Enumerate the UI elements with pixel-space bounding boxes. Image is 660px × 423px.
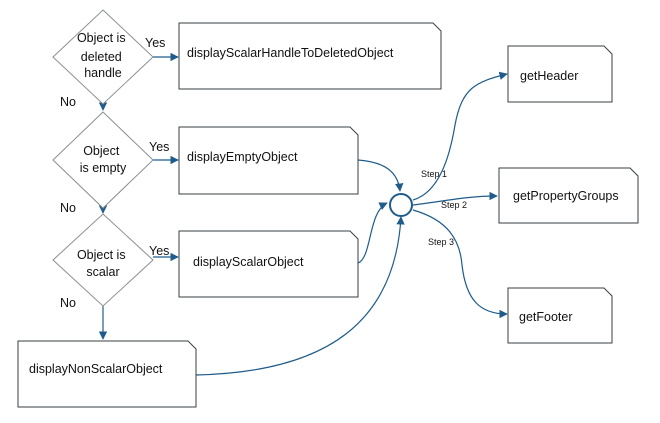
label-display-empty-object: displayEmptyObject: [187, 150, 298, 164]
edge-label-no-1: No: [60, 95, 76, 109]
svg-text:Object is scalar: Object is scalar: [77, 248, 129, 279]
connector-step-2: [412, 191, 498, 206]
label-display-non-scalar-object: displayNonScalarObject: [29, 362, 163, 376]
step-label-2: Step 2: [441, 200, 467, 210]
decision-empty-line-1: Object: [83, 144, 120, 158]
svg-text:Object is empty: Object is empty: [80, 144, 127, 175]
decision-scalar: Object is scalar: [52, 213, 154, 307]
connector-step-3: [412, 209, 508, 319]
decision-deleted-handle: Object is deleted handle: [52, 9, 154, 105]
box-get-property-groups: getPropertyGroups: [498, 167, 639, 224]
label-display-scalar-object: displayScalarObject: [193, 255, 304, 269]
label-get-property-groups: getPropertyGroups: [513, 189, 619, 203]
decision-deleted-line-3: handle: [84, 66, 122, 80]
label-get-header: getHeader: [520, 69, 578, 83]
decision-scalar-line-2: scalar: [86, 265, 119, 279]
edge-label-no-2: No: [60, 201, 76, 215]
junction-node: [389, 193, 413, 217]
connector-step-1: [412, 71, 508, 201]
box-display-empty-object: displayEmptyObject: [178, 126, 359, 195]
step-label-3: Step 3: [428, 237, 454, 247]
box-display-scalar-object: displayScalarObject: [178, 230, 359, 298]
label-get-footer: getFooter: [519, 310, 573, 324]
connector-empty-to-junction: [357, 159, 404, 192]
connector-nonscalar-to-junction: [195, 216, 405, 376]
edge-label-yes-2: Yes: [149, 140, 169, 154]
connectors: [98, 52, 508, 376]
box-display-non-scalar-object: displayNonScalarObject: [17, 340, 197, 408]
edge-label-yes-3: Yes: [149, 244, 169, 258]
decision-deleted-line-2: deleted: [81, 50, 122, 64]
label-display-scalar-handle-to-deleted-object: displayScalarHandleToDeletedObject: [187, 46, 394, 60]
box-get-footer: getFooter: [507, 287, 613, 344]
box-get-header: getHeader: [507, 45, 613, 103]
decision-empty: Object is empty: [52, 111, 154, 209]
edge-label-no-3: No: [60, 296, 76, 310]
box-display-scalar-handle-to-deleted-object: displayScalarHandleToDeletedObject: [178, 22, 442, 90]
connector-scalar-to-junction: [357, 202, 388, 264]
decision-deleted-line-1: Object is: [77, 31, 126, 45]
step-label-1: Step 1: [421, 169, 447, 179]
decision-scalar-line-1: Object is: [77, 248, 126, 262]
svg-text:Object is deleted: Object is deleted handle: [77, 31, 129, 80]
edge-label-yes-1: Yes: [145, 36, 165, 50]
decision-empty-line-2: is empty: [80, 161, 127, 175]
